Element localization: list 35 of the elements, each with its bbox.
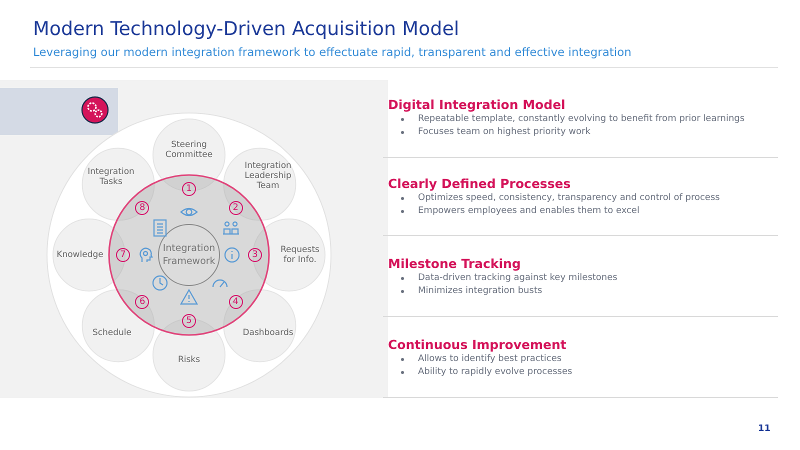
section-heading: Milestone Tracking bbox=[388, 256, 522, 271]
number-badge: 5 bbox=[182, 314, 196, 328]
petal-label: Integration Leadership Team bbox=[244, 161, 292, 191]
bullet-item: Repeatable template, constantly evolving to benefit from prior learnings bbox=[418, 114, 745, 124]
petal-label: Knowledge bbox=[55, 250, 105, 260]
section-heading: Clearly Defined Processes bbox=[388, 176, 572, 191]
number-badge: 7 bbox=[116, 248, 130, 262]
bullet-item: Minimizes integration busts bbox=[418, 286, 542, 296]
bullet-item: Focuses team on highest priority work bbox=[418, 127, 590, 137]
text-section bbox=[383, 97, 778, 158]
petal-label: Schedule bbox=[87, 328, 137, 338]
bullet-item: Allows to identify best practices bbox=[418, 354, 562, 364]
page-number: 11 bbox=[758, 424, 771, 434]
number-badge: 6 bbox=[135, 294, 150, 309]
subtitle: Leveraging our modern integration framework to effectuate rapid, transparent and effective integration bbox=[33, 45, 632, 59]
petal-label: Requests for Info. bbox=[278, 245, 322, 265]
number-badge: 1 bbox=[182, 182, 196, 196]
bullet-item: Ability to rapidly evolve processes bbox=[418, 367, 572, 377]
bullet-item: Data-driven tracking against key milestones bbox=[418, 273, 618, 283]
text-section bbox=[383, 337, 778, 398]
petal-label: Dashboards bbox=[238, 328, 298, 338]
text-section bbox=[383, 176, 778, 236]
petal-label: Steering Committee bbox=[164, 140, 214, 160]
text-section bbox=[383, 256, 778, 317]
section-heading: Digital Integration Model bbox=[388, 97, 566, 112]
petal-label: Integration Tasks bbox=[87, 167, 135, 187]
bullet-item: Optimizes speed, consistency, transparency and control of process bbox=[418, 193, 720, 203]
number-badge: 8 bbox=[135, 201, 150, 216]
number-badge: 4 bbox=[228, 294, 243, 309]
page-title: Modern Technology-Driven Acquisition Model bbox=[33, 18, 460, 40]
bullet-item: Empowers employees and enables them to excel bbox=[418, 206, 640, 216]
section-heading: Continuous Improvement bbox=[388, 337, 568, 352]
petal-label: Risks bbox=[169, 355, 209, 365]
number-badge: 3 bbox=[248, 248, 262, 262]
number-badge: 2 bbox=[228, 201, 243, 216]
